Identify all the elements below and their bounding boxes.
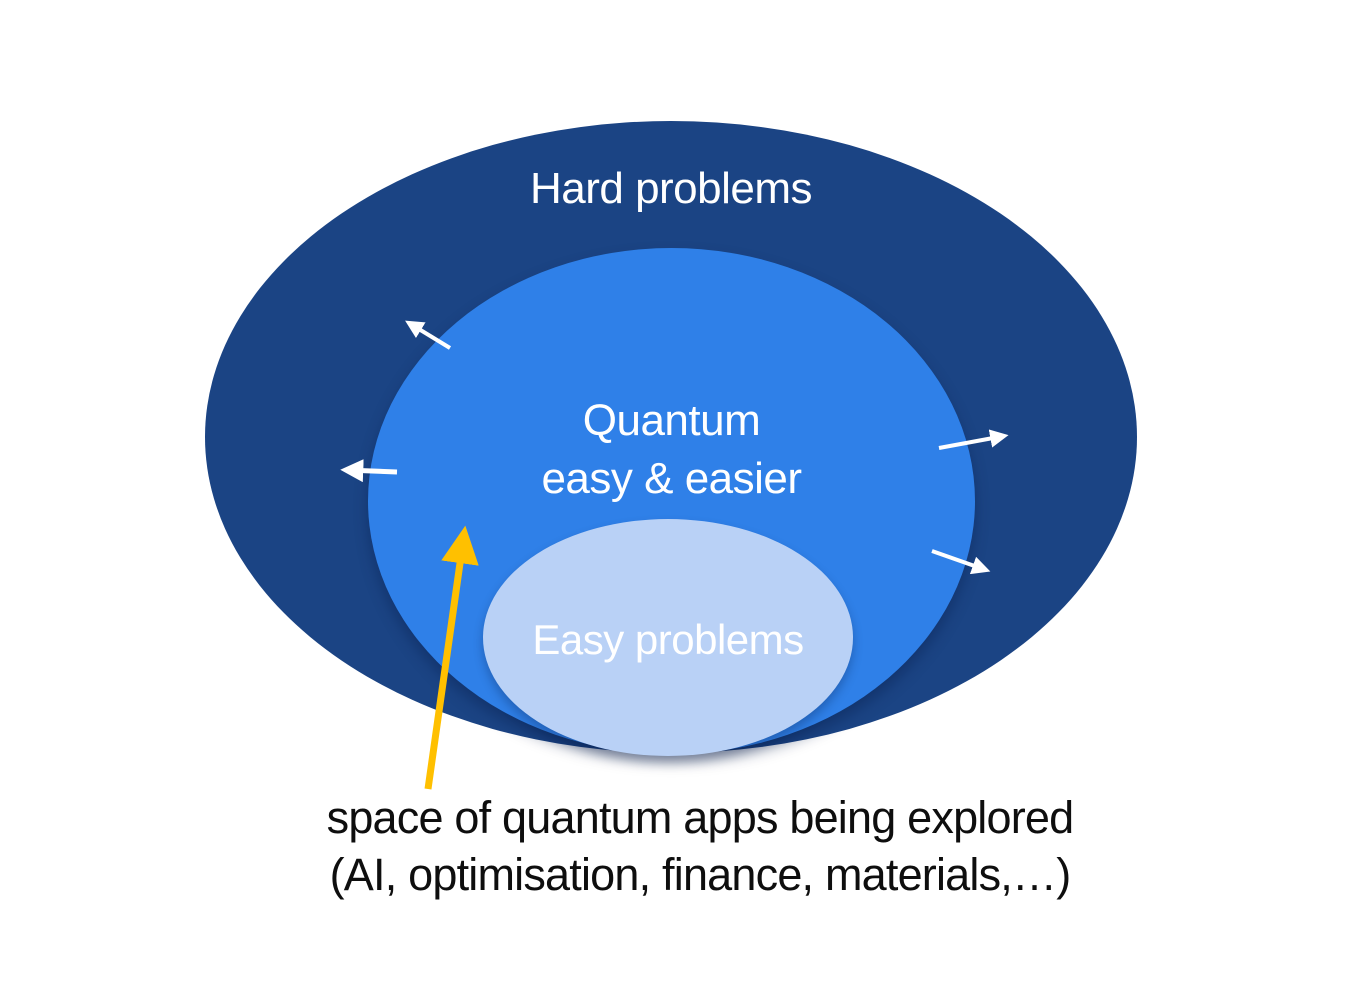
- quantum-easy-label-line1: Quantum: [582, 396, 761, 445]
- quantum-easy-label: Quantum easy & easier: [368, 392, 975, 508]
- caption-line1: space of quantum apps being explored: [326, 792, 1075, 843]
- easy-problems-ellipse: [483, 519, 853, 756]
- quantum-easy-label-line2: easy & easier: [541, 454, 802, 503]
- easy-problems-label: Easy problems: [532, 616, 804, 663]
- hard-problems-label: Hard problems: [529, 164, 813, 213]
- caption: space of quantum apps being explored (AI…: [150, 789, 1250, 903]
- caption-line2: (AI, optimisation, finance, materials,…): [329, 849, 1072, 900]
